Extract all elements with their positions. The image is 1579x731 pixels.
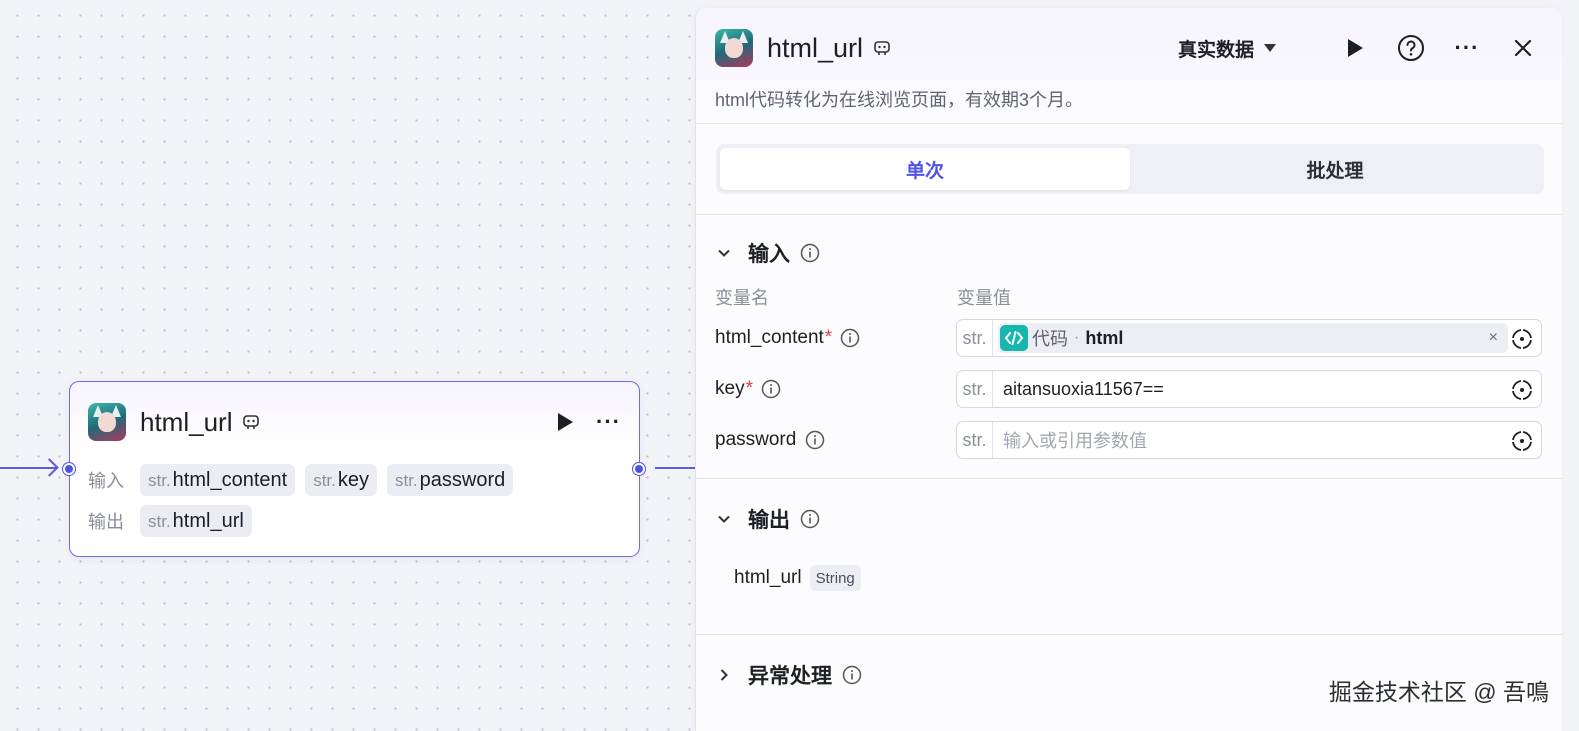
- plugin-avatar: [715, 29, 753, 67]
- input-tag-key: str.key: [305, 464, 377, 496]
- arrow-icon: [40, 458, 59, 477]
- info-icon[interactable]: [800, 509, 820, 529]
- var-name: password: [715, 429, 797, 450]
- info-icon[interactable]: [761, 379, 781, 399]
- password-placeholder[interactable]: 输入或引用参数值: [1003, 431, 1147, 451]
- help-icon[interactable]: [1396, 33, 1426, 63]
- chevron-down-icon: [718, 249, 730, 257]
- tab-single[interactable]: 单次: [720, 148, 1130, 190]
- play-icon[interactable]: [1340, 33, 1370, 63]
- outputs-label: 输出: [88, 512, 124, 532]
- panel-header: html_url 真实数据 ···: [696, 8, 1562, 124]
- target-icon[interactable]: [1511, 328, 1533, 350]
- html-content-field[interactable]: str. 代码 · html ×: [956, 319, 1542, 357]
- required-mark: *: [745, 378, 753, 399]
- watermark: 掘金技术社区 @ 吾鳴: [1328, 679, 1549, 705]
- input-tag-html-content: str.html_content: [140, 464, 296, 496]
- password-field[interactable]: str. 输入或引用参数值: [956, 421, 1542, 459]
- var-row-html-content: html_content* str. 代码 · html ×: [715, 319, 1542, 357]
- plugin-node-html-url[interactable]: html_url ··· 输入 str.html_content str.key…: [69, 381, 640, 557]
- node-output-port[interactable]: [633, 463, 645, 475]
- input-tag-password: str.password: [386, 464, 514, 496]
- reference-chip[interactable]: 代码 · html ×: [998, 323, 1508, 353]
- clear-ref-icon[interactable]: ×: [1488, 329, 1498, 346]
- column-header-value: 变量值: [957, 288, 1011, 308]
- var-name: html_content: [715, 327, 824, 348]
- more-icon[interactable]: ···: [596, 409, 621, 434]
- chevron-down-icon: [718, 515, 730, 523]
- required-mark: *: [824, 327, 833, 348]
- key-value[interactable]: aitansuoxia11567==: [1003, 378, 1164, 399]
- output-type-badge: String: [809, 565, 861, 591]
- var-row-password: password str. 输入或引用参数值: [715, 421, 1542, 459]
- panel-description: html代码转化为在线浏览页面，有效期3个月。: [715, 90, 1084, 110]
- info-icon[interactable]: [800, 243, 820, 263]
- node-title: html_url: [140, 406, 233, 437]
- node-header: html_url ···: [88, 402, 621, 442]
- run-mode-tabs: 单次 批处理: [716, 144, 1544, 194]
- node-config-panel: html_url 真实数据 ···: [695, 8, 1562, 731]
- code-icon: [1000, 325, 1028, 351]
- info-icon[interactable]: [840, 328, 860, 348]
- var-name: key: [715, 378, 745, 399]
- play-icon[interactable]: [556, 412, 574, 432]
- ref-separator: ·: [1074, 329, 1080, 346]
- plugin-icon: [243, 415, 260, 429]
- column-header-name: 变量名: [715, 288, 769, 308]
- var-row-key: key* str. aitansuoxia11567==: [715, 370, 1542, 408]
- more-icon[interactable]: ···: [1454, 35, 1480, 60]
- type-prefix: str.: [957, 371, 993, 407]
- outgoing-edge: [655, 467, 695, 469]
- type-prefix: str.: [957, 320, 993, 356]
- type-prefix: str.: [957, 422, 993, 458]
- divider: [696, 214, 1562, 215]
- target-icon[interactable]: [1511, 379, 1533, 401]
- workflow-canvas[interactable]: html_url ··· 输入 str.html_content str.key…: [0, 0, 695, 731]
- incoming-edge: [0, 467, 58, 469]
- plugin-avatar: [88, 403, 126, 441]
- divider: [696, 634, 1562, 635]
- data-mode-select[interactable]: 真实数据: [1178, 35, 1276, 62]
- key-field[interactable]: str. aitansuoxia11567==: [956, 370, 1542, 408]
- inputs-label: 输入: [88, 471, 124, 491]
- input-section-header[interactable]: 输入: [718, 238, 820, 268]
- info-icon[interactable]: [805, 430, 825, 450]
- info-icon[interactable]: [842, 665, 862, 685]
- target-icon[interactable]: [1511, 430, 1533, 452]
- node-inputs-row: 输入 str.html_content str.key str.password: [88, 464, 514, 496]
- node-outputs-row: 输出 str.html_url: [88, 505, 252, 537]
- ref-source: 代码: [1032, 329, 1068, 349]
- output-tag-html-url: str.html_url: [140, 505, 252, 537]
- plugin-icon: [874, 41, 890, 55]
- node-input-port[interactable]: [63, 463, 75, 475]
- close-icon[interactable]: [1508, 33, 1538, 63]
- error-section-header[interactable]: 异常处理: [718, 660, 862, 690]
- ref-field: html: [1085, 327, 1124, 348]
- output-section-header[interactable]: 输出: [718, 504, 820, 534]
- tab-batch[interactable]: 批处理: [1306, 160, 1364, 182]
- caret-down-icon: [1264, 44, 1276, 52]
- output-var-name: html_url: [734, 567, 802, 588]
- divider: [696, 478, 1562, 479]
- output-var-row: html_url String: [734, 565, 861, 591]
- chevron-right-icon: [720, 669, 728, 681]
- panel-title: html_url: [767, 32, 864, 63]
